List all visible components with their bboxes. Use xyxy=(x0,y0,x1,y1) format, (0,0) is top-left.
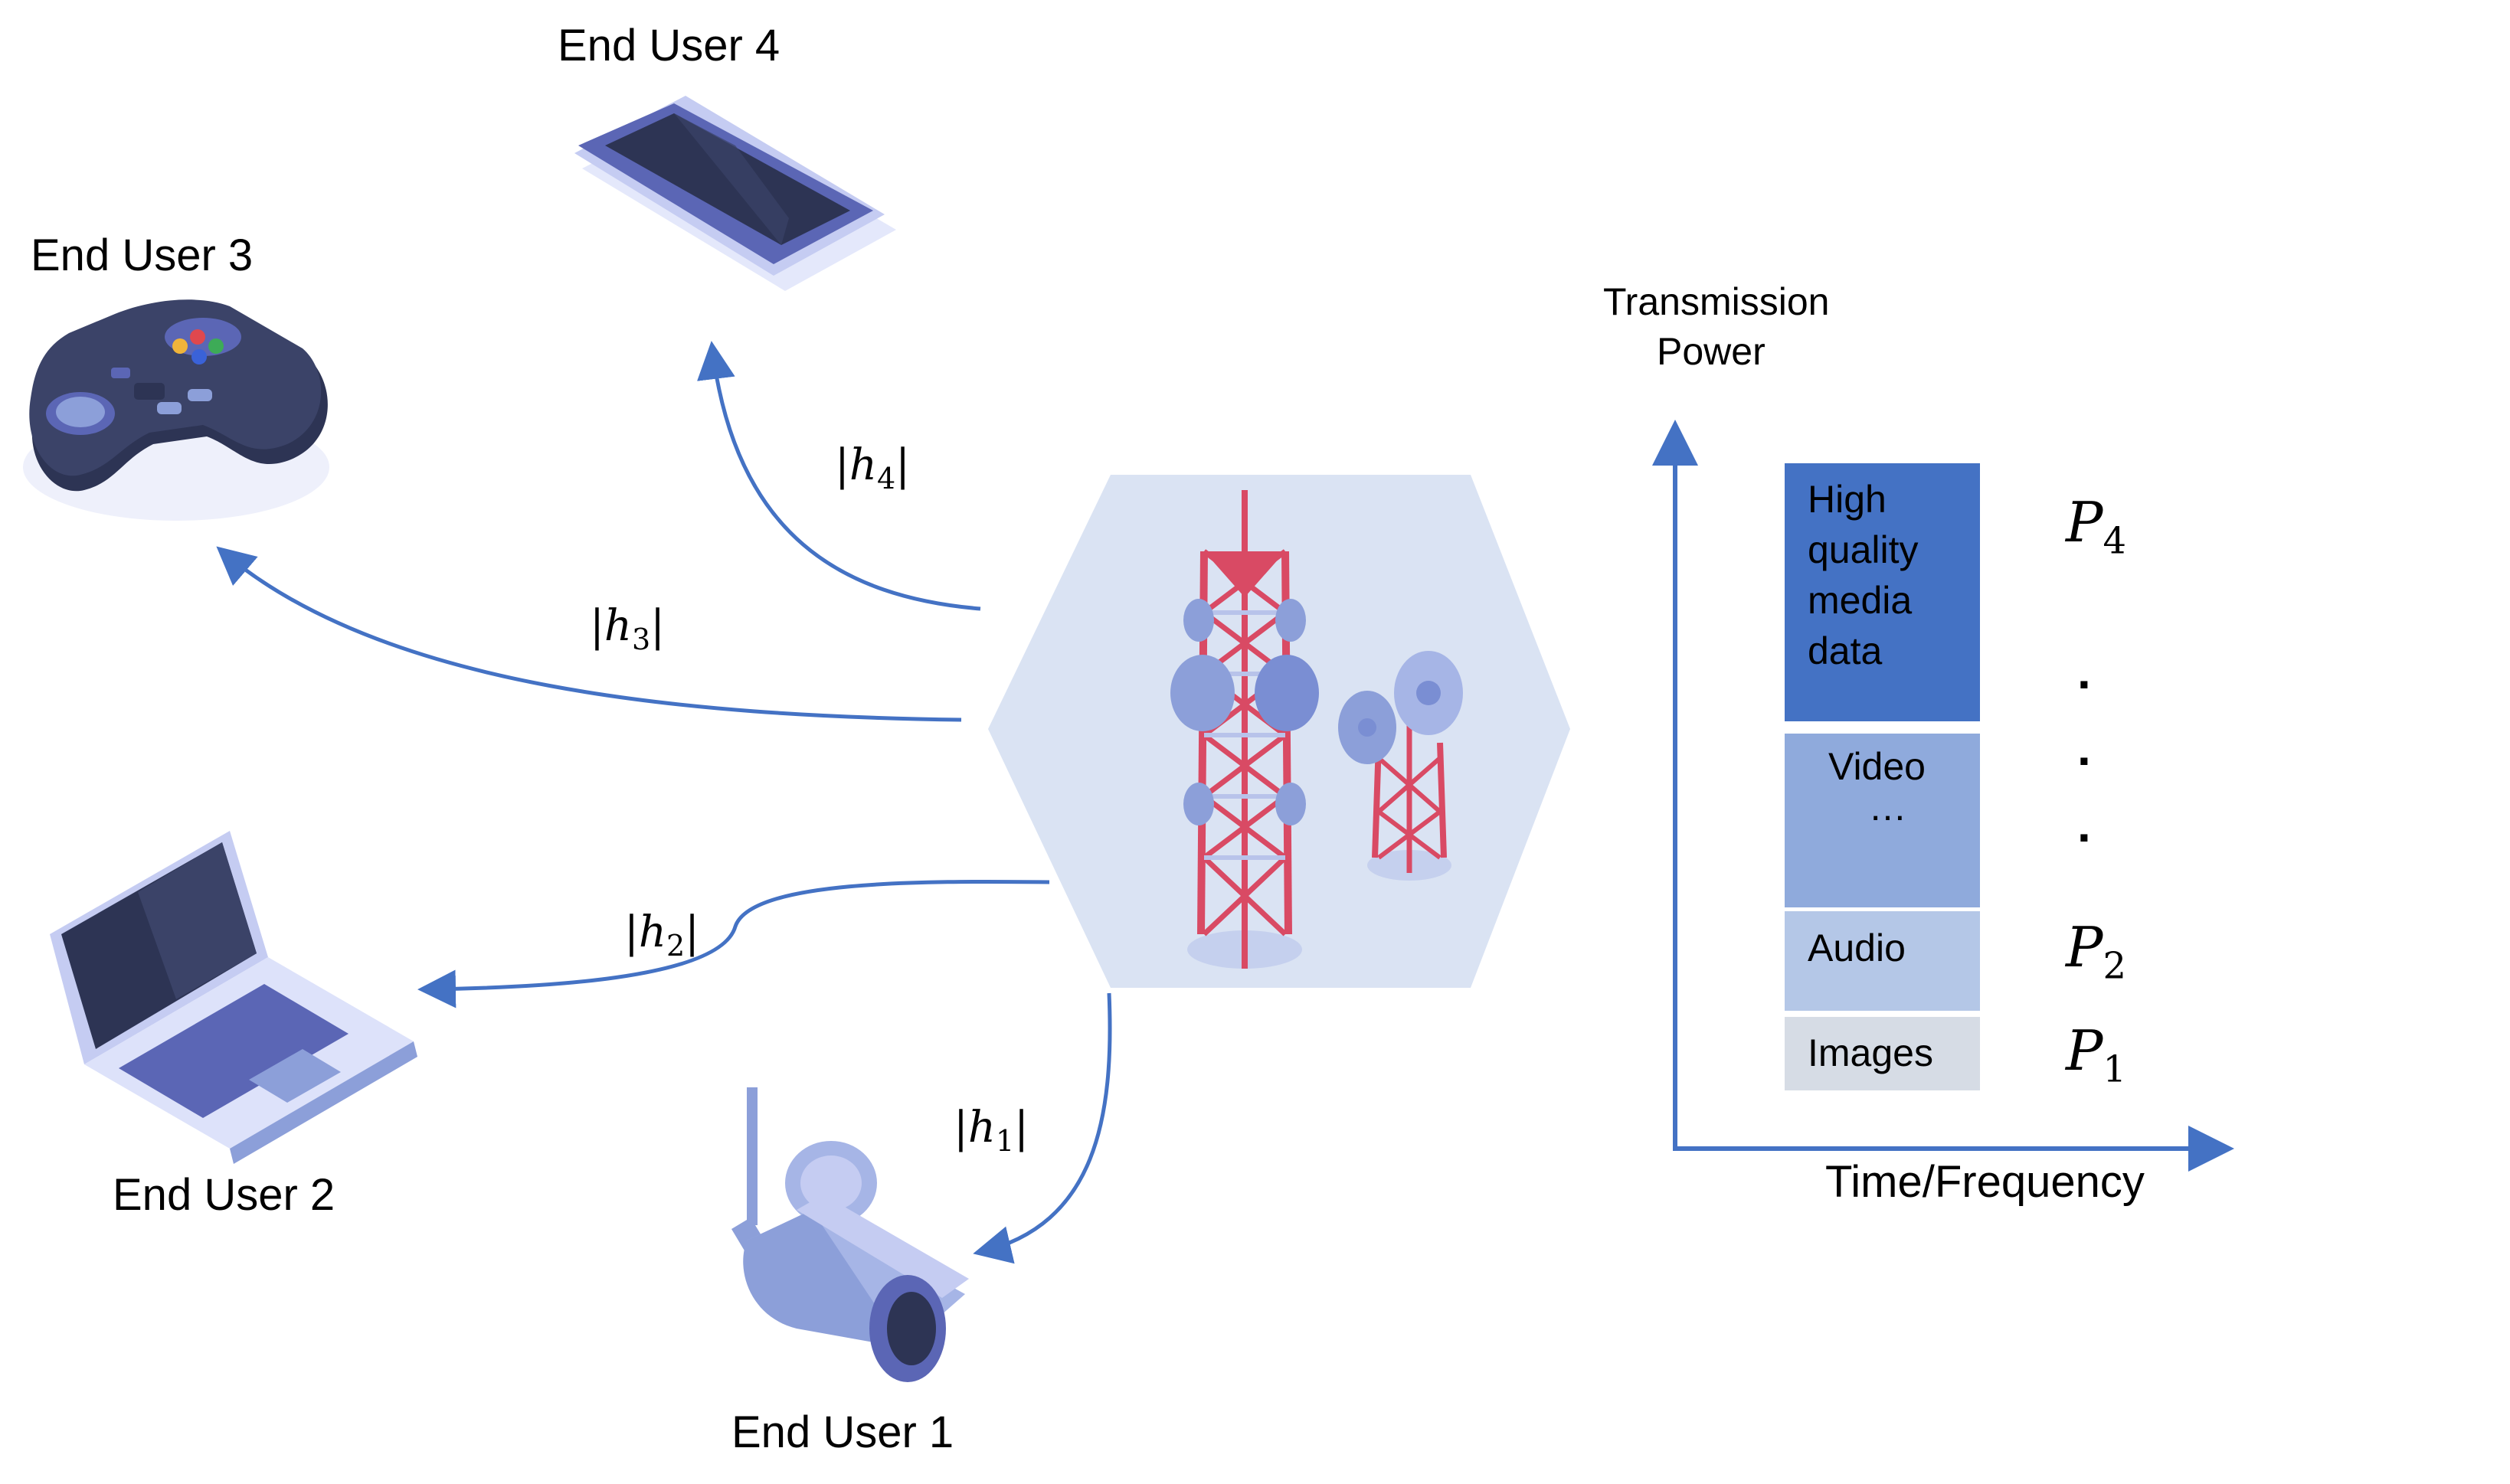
block-high-quality-line3: media xyxy=(1808,579,1913,622)
security-camera-icon xyxy=(731,1087,969,1382)
block-video-line2: … xyxy=(1868,786,1907,829)
laptop-icon xyxy=(50,831,417,1164)
channel-h3-label: |h3| xyxy=(590,601,666,657)
power-p1-label: P1 xyxy=(2066,1018,2126,1091)
block-high-quality: High quality media data xyxy=(1785,463,1980,721)
channel-h1-label: |h1| xyxy=(954,1103,1029,1159)
end-user-3-label: End User 3 xyxy=(31,230,254,280)
end-user-2-label: End User 2 xyxy=(113,1170,335,1220)
link-arrow-user4 xyxy=(697,341,981,611)
power-p4-label: P4 xyxy=(2066,490,2126,563)
block-audio-label: Audio xyxy=(1808,927,1906,969)
block-high-quality-line1: High xyxy=(1808,478,1887,521)
gamepad-icon xyxy=(23,299,329,521)
link-arrow-user1 xyxy=(973,992,1112,1264)
end-user-4-label: End User 4 xyxy=(558,21,780,70)
power-p2-label: P2 xyxy=(2066,915,2126,988)
ellipsis-dot-3: . xyxy=(2077,797,2091,852)
smartphone-icon xyxy=(574,96,896,291)
block-video-line1: Video xyxy=(1828,745,1926,788)
end-user-1-label: End User 1 xyxy=(731,1407,954,1457)
ellipsis-dot-1: . xyxy=(2077,644,2091,699)
block-high-quality-line2: quality xyxy=(1808,528,1919,571)
block-video: Video … xyxy=(1785,734,1980,907)
block-high-quality-line4: data xyxy=(1808,629,1883,672)
x-axis-label: Time/Frequency xyxy=(1825,1157,2145,1207)
link-arrow-user2 xyxy=(417,879,1050,1008)
channel-h2-label: |h2| xyxy=(624,907,700,963)
small-tower-icon xyxy=(1338,651,1463,881)
cell-tower-icon xyxy=(1170,490,1319,969)
y-axis-label-line1: Transmission xyxy=(1603,280,1830,323)
block-images-label: Images xyxy=(1808,1031,1933,1074)
ellipsis-dot-2: . xyxy=(2077,721,2091,776)
link-arrow-user3 xyxy=(216,546,962,722)
y-axis-label-line2: Power xyxy=(1657,330,1766,373)
block-audio: Audio xyxy=(1785,911,1980,1011)
block-images: Images xyxy=(1785,1017,1980,1090)
channel-h4-label: |h4| xyxy=(835,440,911,496)
